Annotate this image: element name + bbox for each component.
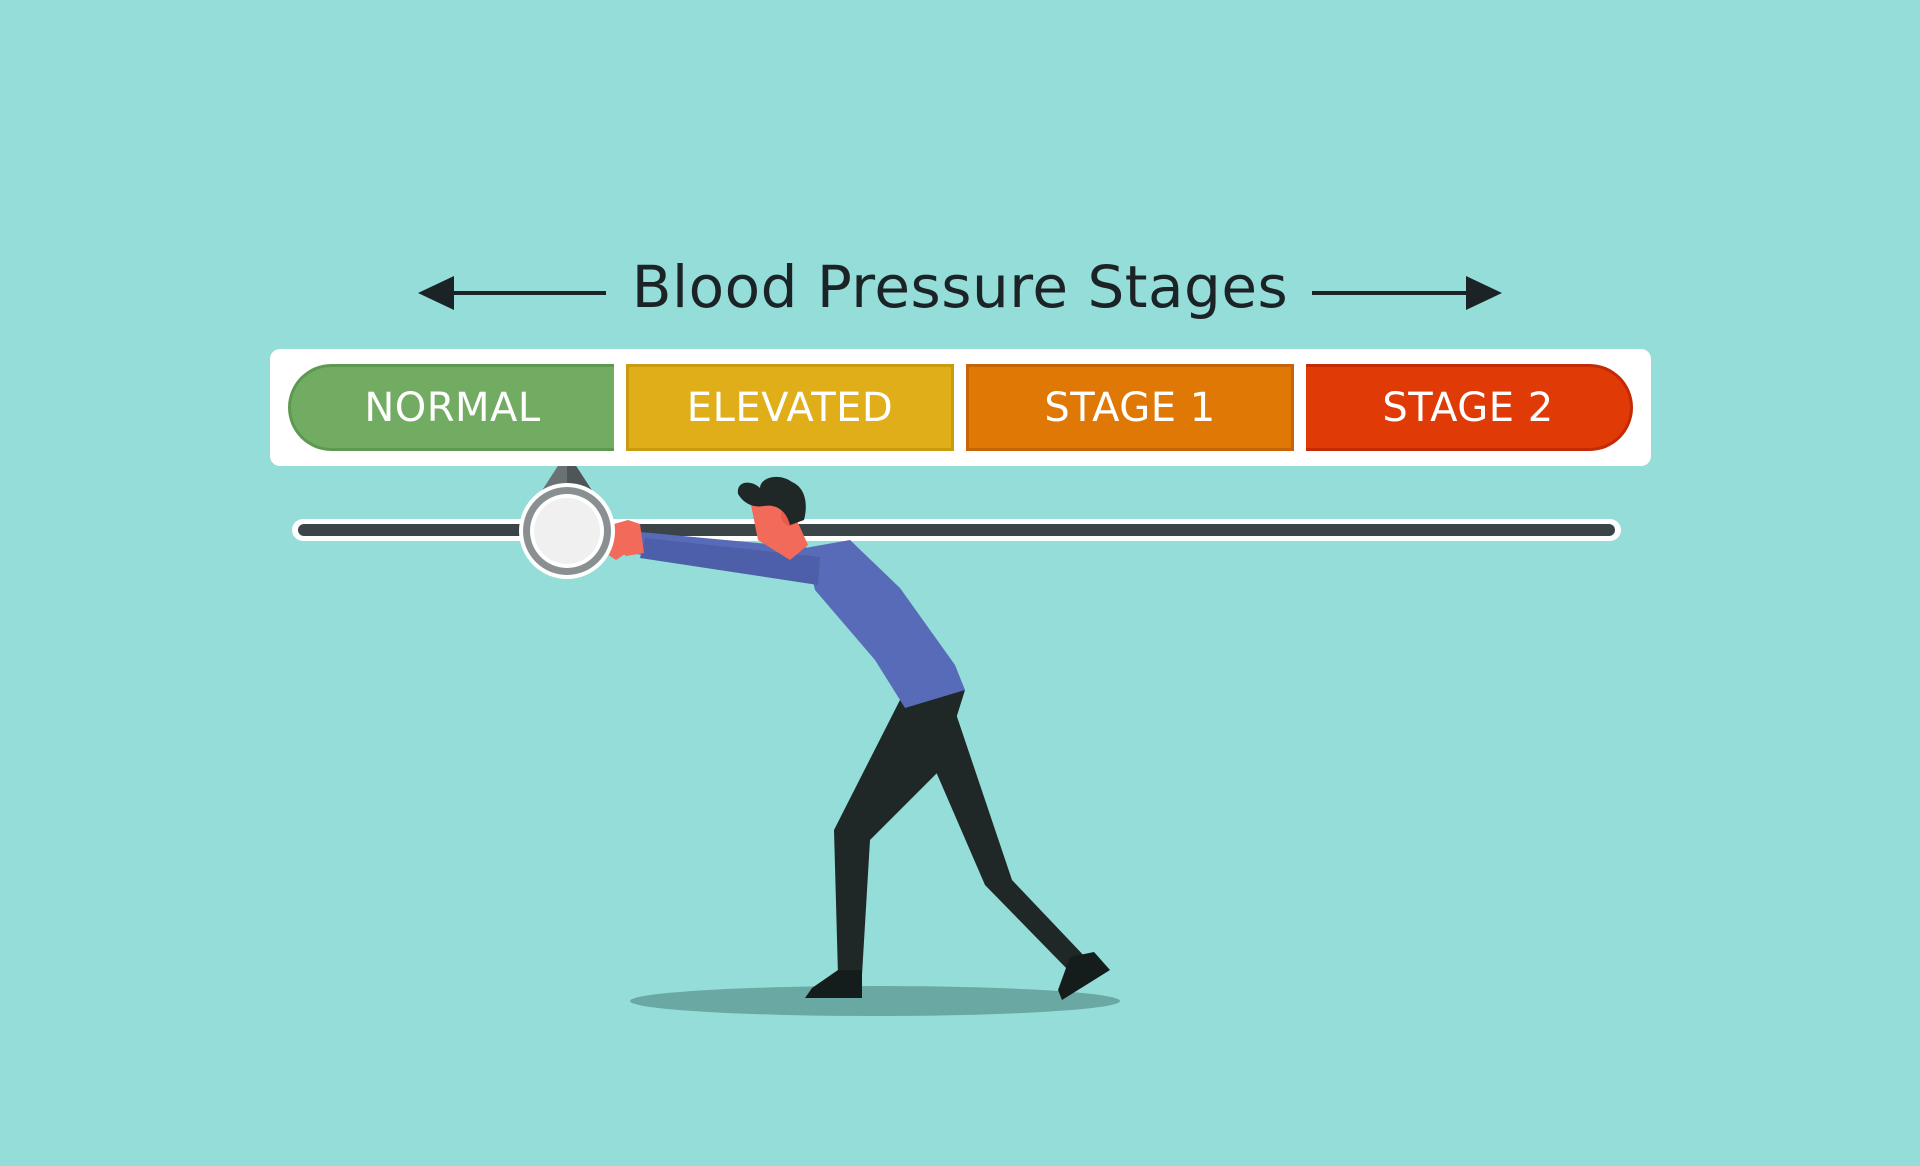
stage-elevated-label: ELEVATED xyxy=(686,384,894,431)
stage-elevated: ELEVATED xyxy=(626,364,954,451)
stage-normal: NORMAL xyxy=(288,364,614,451)
slider-knob xyxy=(519,452,615,579)
stage-1-label: STAGE 1 xyxy=(1044,384,1216,431)
arrow-left-icon xyxy=(418,276,606,310)
diagram-title: Blood Pressure Stages xyxy=(631,253,1289,321)
arrow-right-icon xyxy=(1312,276,1502,310)
stage-2-label: STAGE 2 xyxy=(1382,384,1554,431)
stage-2: STAGE 2 xyxy=(1306,364,1633,451)
stage-1: STAGE 1 xyxy=(966,364,1294,451)
stage-normal-label: NORMAL xyxy=(364,384,541,431)
person-figure xyxy=(604,476,1110,1000)
ground-shadow xyxy=(630,986,1120,1016)
slider-track xyxy=(292,519,1621,541)
